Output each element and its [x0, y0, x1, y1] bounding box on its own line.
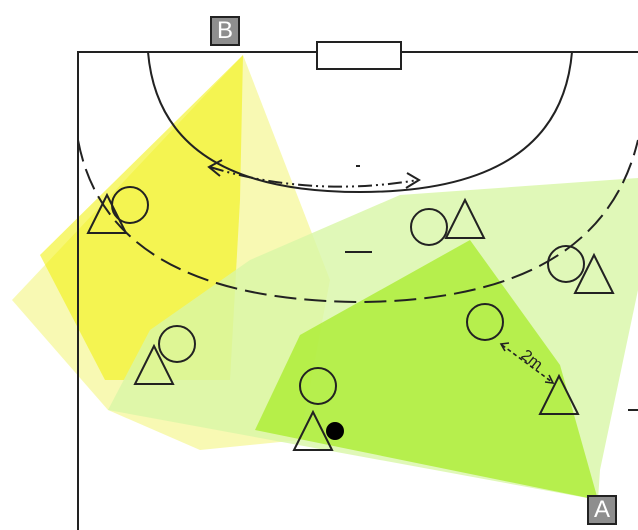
attacker-triangle: [444, 197, 486, 239]
zone-b-strong: [40, 55, 243, 380]
point-b-label: B: [210, 16, 240, 46]
movement-arrow: [207, 159, 421, 189]
goal-area-line: [147, 51, 573, 194]
defender-circle: [410, 208, 448, 246]
ball: [326, 422, 344, 440]
distance-marker: [499, 342, 555, 384]
arrowhead-right: [405, 172, 421, 189]
defender-circle: [547, 245, 585, 283]
attackers: [86, 192, 615, 451]
attacker-triangle: [573, 252, 615, 294]
arrowhead-left: [207, 159, 223, 177]
point-a-label: A: [587, 495, 617, 525]
free-throw-line: [77, 139, 638, 304]
attacker-triangle: [133, 343, 175, 385]
vision-zones: [12, 55, 638, 500]
goal-line: [77, 51, 638, 530]
attacker-triangle: [538, 373, 580, 415]
defender-circle: [299, 367, 337, 405]
attacker-triangle: [292, 409, 334, 451]
defender-circle: [158, 325, 196, 363]
defender-circle: [466, 303, 504, 341]
goal: [316, 41, 402, 70]
court-lines: [77, 41, 638, 530]
attacker-triangle: [86, 192, 128, 234]
